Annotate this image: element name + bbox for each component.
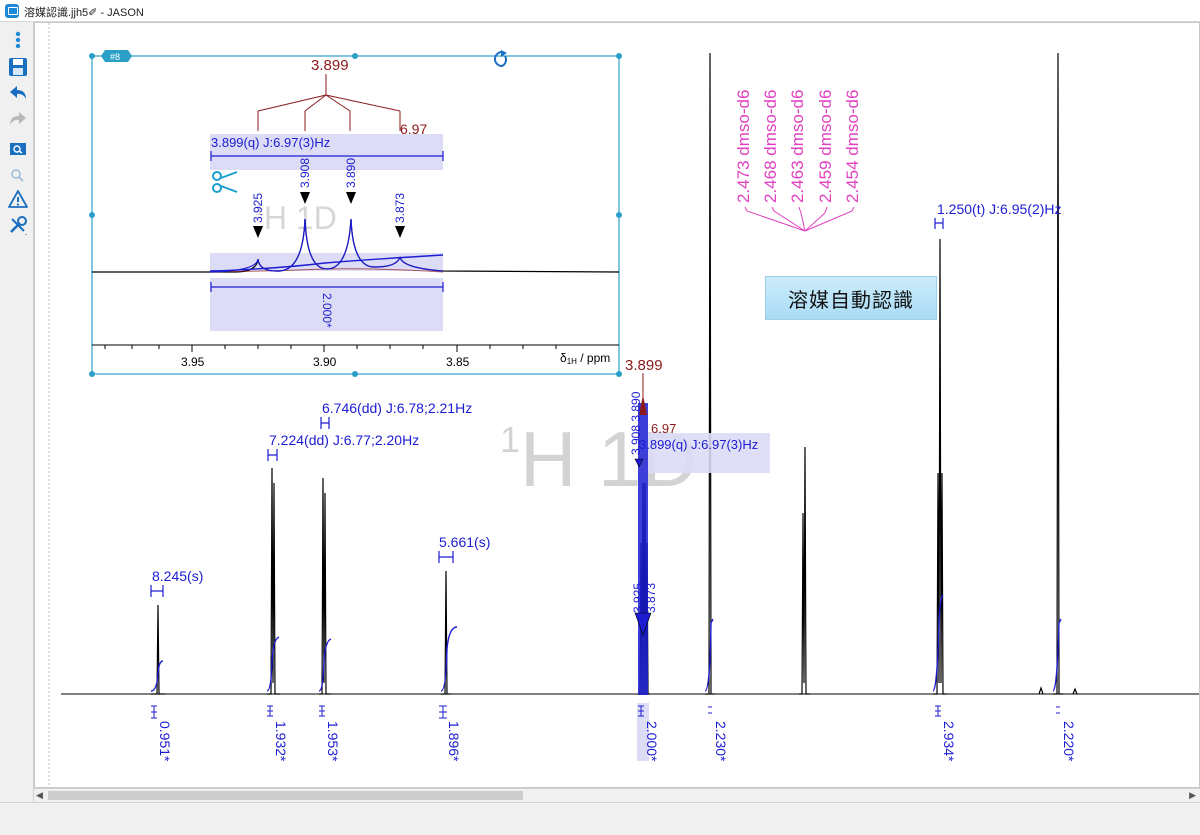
quartet-label-region [648,433,770,473]
inset-watermark: 1H 1D [255,200,337,236]
integral-value: 1.932* [273,721,289,762]
integral-value: 0.951* [157,721,173,762]
inset-axis-tick-label: 3.95 [181,355,205,369]
solvent-peak-label: 2.459 dmso-d6 [816,90,835,203]
quartet-stacked-peaks: 3.908 3.890 [629,391,643,455]
svg-text:3.890: 3.890 [344,158,358,188]
quartet-center-label: 3.899 [625,357,663,374]
zoom-icon [7,164,29,186]
solvent-labels: 2.473 dmso-d6 2.468 dmso-d6 2.463 dmso-d… [734,90,862,232]
scroll-right-icon[interactable]: ▶ [1189,790,1196,800]
horizontal-scrollbar[interactable]: ◀ ▶ [34,788,1200,802]
svg-text:3.873: 3.873 [393,193,407,223]
spectrum-plot[interactable]: 1H 1D [35,23,1200,788]
integral-value: 2.230* [713,721,729,762]
redo-icon [7,108,29,130]
menu-dots-icon[interactable] [7,30,29,52]
tools-icon[interactable] [7,214,29,236]
quartet-j-label: 6.97 [651,421,676,436]
inset-axis-ticks [104,345,557,352]
inset-multiplet-label: 3.899(q) J:6.97(3)Hz [211,135,330,150]
inset-peak-labels: 3.925 3.908 3.890 3.873 [251,158,407,238]
side-toolbar [0,22,34,812]
quartet-peak-label-right: 3.873 [644,583,658,613]
warning-icon[interactable] [7,188,29,210]
scroll-left-icon[interactable]: ◀ [36,790,43,800]
multiplet-label: 5.661(s) [439,534,490,550]
multiplet-label: 7.224(dd) J:6.77;2.20Hz [269,432,419,448]
undo-icon[interactable] [7,82,29,104]
inset-integral-value: 2.000* [320,293,334,328]
status-bar [0,802,1200,835]
zoom-window-icon[interactable] [7,138,29,160]
solvent-peak-label: 2.454 dmso-d6 [843,90,862,203]
scissors-icon[interactable] [212,171,238,193]
window-title: 溶媒認識.jjh5✐ - JASON [24,7,144,19]
app-icon [5,4,19,18]
multiplet-label: 1.250(t) J:6.95(2)Hz [937,201,1062,217]
quartet-integral-block [638,403,648,695]
inset-zoom-panel[interactable]: 1H 1D #8 3.899 6.97 [89,50,622,377]
spectrum-trace [151,52,1078,695]
inset-resize-handles[interactable] [89,53,622,377]
svg-text:#8: #8 [110,52,120,62]
integral-value: 2.000* [644,721,660,762]
save-icon[interactable] [7,56,29,78]
spectrum-workarea[interactable]: 1H 1D [34,22,1200,788]
integral-value: 1.953* [325,721,341,762]
multiplet-labels: 8.245(s) 7.224(dd) J:6.77;2.20Hz 6.746(d… [150,201,1062,597]
inset-axis-tick-label: 3.85 [446,355,470,369]
integral-values: 0.951* 1.932* 1.953* 1.896* 2.000* 2.230… [151,703,1077,762]
quartet-peak-label-left: 3.925 [631,583,645,613]
solvent-peak-label: 2.468 dmso-d6 [761,90,780,203]
solvent-peak-label: 2.473 dmso-d6 [734,90,753,203]
rotate-icon[interactable] [494,50,508,68]
svg-text:3.925: 3.925 [251,193,265,223]
inset-j-label: 6.97 [400,121,427,137]
inset-axis-unit: δ1H / ppm [560,351,610,366]
svg-text:3.908: 3.908 [298,158,312,188]
inset-center-label: 3.899 [311,57,349,74]
multiplet-label: 8.245(s) [152,568,203,584]
quartet-multiplet-label: 3.899(q) J:6.97(3)Hz [639,437,758,452]
multiplet-label: 6.746(dd) J:6.78;2.21Hz [322,400,472,416]
integral-curves [150,594,1062,692]
integral-value: 2.934* [941,721,957,762]
integral-value: 1.896* [446,721,462,762]
inset-id-badge[interactable]: #8 [101,50,132,62]
scrollbar-thumb[interactable] [48,791,523,800]
solvent-peak-label: 2.463 dmso-d6 [788,90,807,203]
inset-axis-tick-label: 3.90 [313,355,337,369]
title-bar: 溶媒認識.jjh5✐ - JASON [0,0,1200,22]
integral-value: 2.220* [1061,721,1077,762]
solvent-recognition-badge: 溶媒自動認識 [765,276,937,320]
